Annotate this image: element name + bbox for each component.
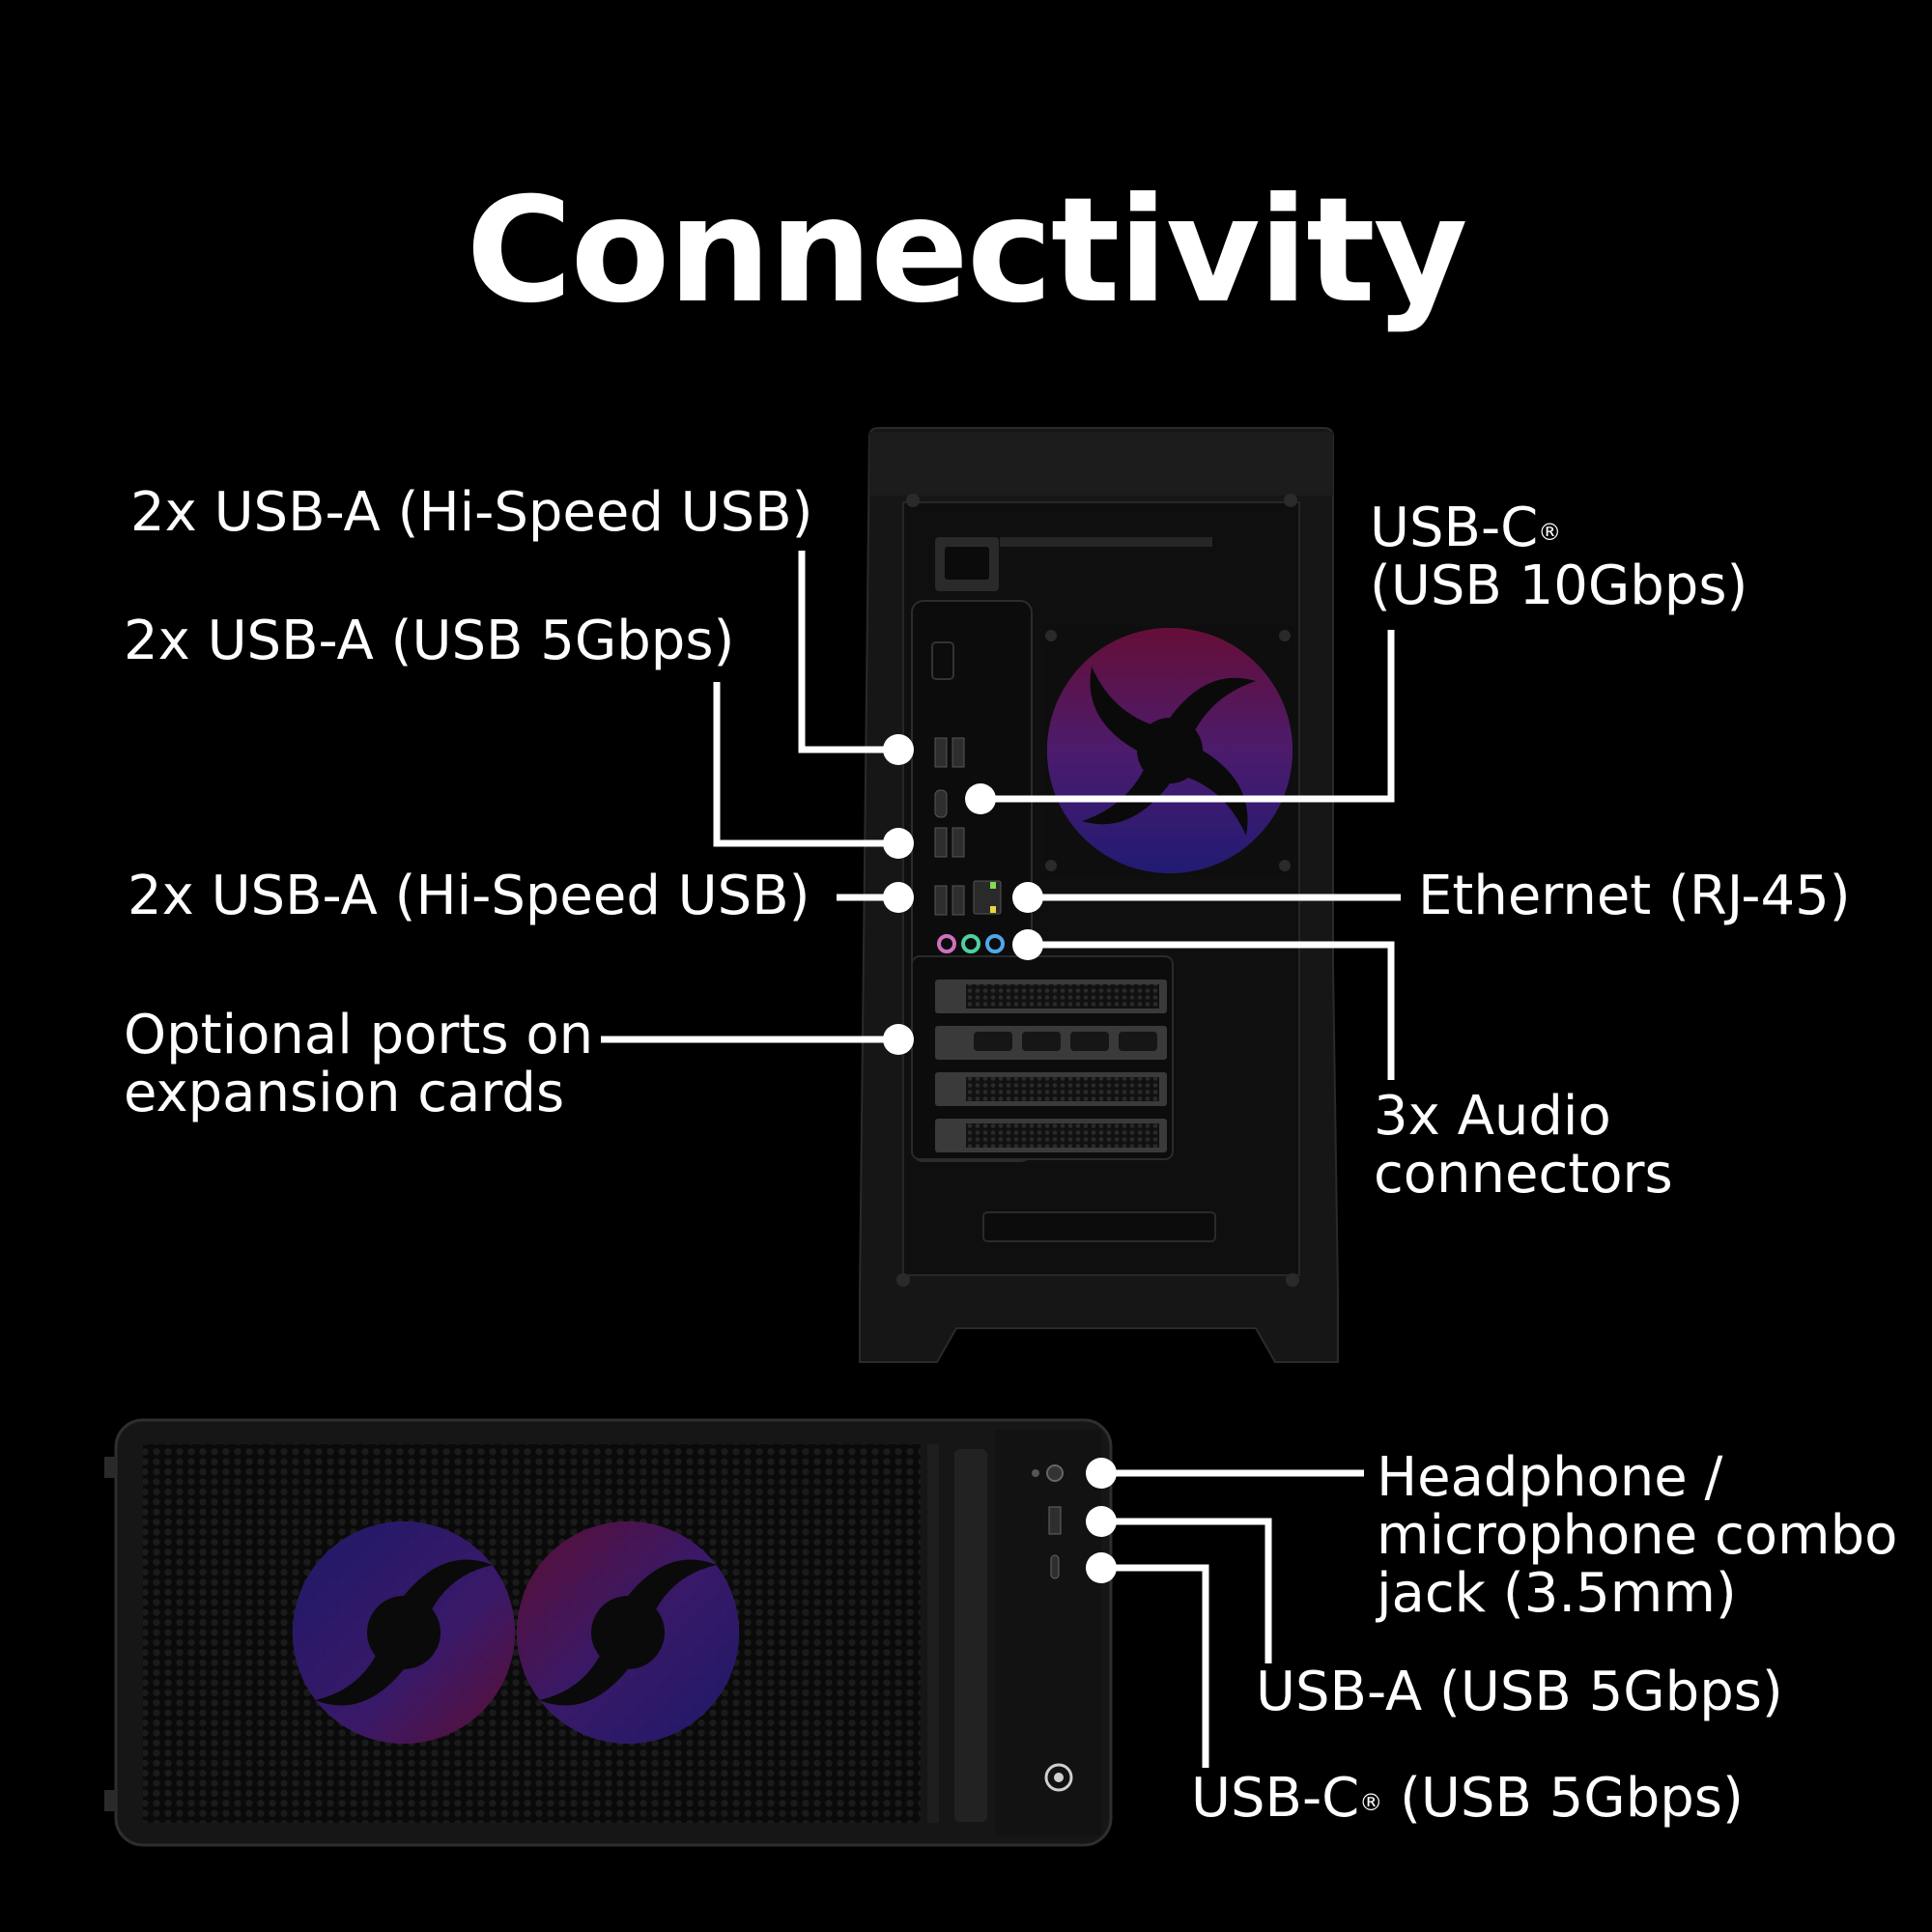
label-usb-c-front-prefix: USB-C bbox=[1191, 1767, 1360, 1830]
label-audio-line1: 3x Audio bbox=[1374, 1085, 1611, 1148]
label-usb-c-front: USB-C® (USB 5Gbps) bbox=[1191, 1770, 1744, 1828]
label-optional-ports: Optional ports on expansion cards bbox=[124, 1007, 593, 1122]
label-headphone-line3: jack (3.5mm) bbox=[1377, 1562, 1737, 1625]
label-optional-ports-line1: Optional ports on bbox=[124, 1004, 594, 1066]
label-audio-line2: connectors bbox=[1374, 1143, 1673, 1206]
label-headphone-jack: Headphone / microphone combo jack (3.5mm… bbox=[1377, 1449, 1897, 1623]
label-usb-a-hispeed-top: 2x USB-A (Hi-Speed USB) bbox=[130, 481, 813, 544]
rear-fan-blades bbox=[1082, 667, 1256, 836]
label-usb-c-rear-line1: USB-C bbox=[1370, 497, 1539, 559]
label-usb-c-rear: USB-C® (USB 10Gbps) bbox=[1370, 499, 1747, 615]
registered-mark: ® bbox=[1538, 519, 1562, 546]
label-usb-a-hispeed-bottom: 2x USB-A (Hi-Speed USB) bbox=[128, 865, 810, 927]
label-usb-a-5gbps-front: USB-A (USB 5Gbps) bbox=[1256, 1661, 1783, 1723]
front-fan-blades bbox=[315, 1559, 717, 1706]
registered-mark: ® bbox=[1359, 1789, 1383, 1816]
label-usb-a-5gbps-rear: 2x USB-A (USB 5Gbps) bbox=[124, 610, 735, 672]
label-optional-ports-line2: expansion cards bbox=[124, 1062, 565, 1124]
label-usb-c-rear-line2: (USB 10Gbps) bbox=[1370, 554, 1748, 617]
callout-lines bbox=[601, 551, 1401, 1768]
label-audio: 3x Audio connectors bbox=[1374, 1088, 1673, 1204]
label-usb-c-front-suffix: (USB 5Gbps) bbox=[1382, 1767, 1744, 1830]
page-title: Connectivity bbox=[466, 167, 1467, 335]
label-headphone-line2: microphone combo bbox=[1377, 1504, 1898, 1567]
callout-dots bbox=[883, 734, 1117, 1583]
tower-front-view bbox=[104, 1418, 1113, 1847]
label-headphone-line1: Headphone / bbox=[1377, 1446, 1723, 1509]
label-ethernet: Ethernet (RJ-45) bbox=[1418, 865, 1851, 927]
